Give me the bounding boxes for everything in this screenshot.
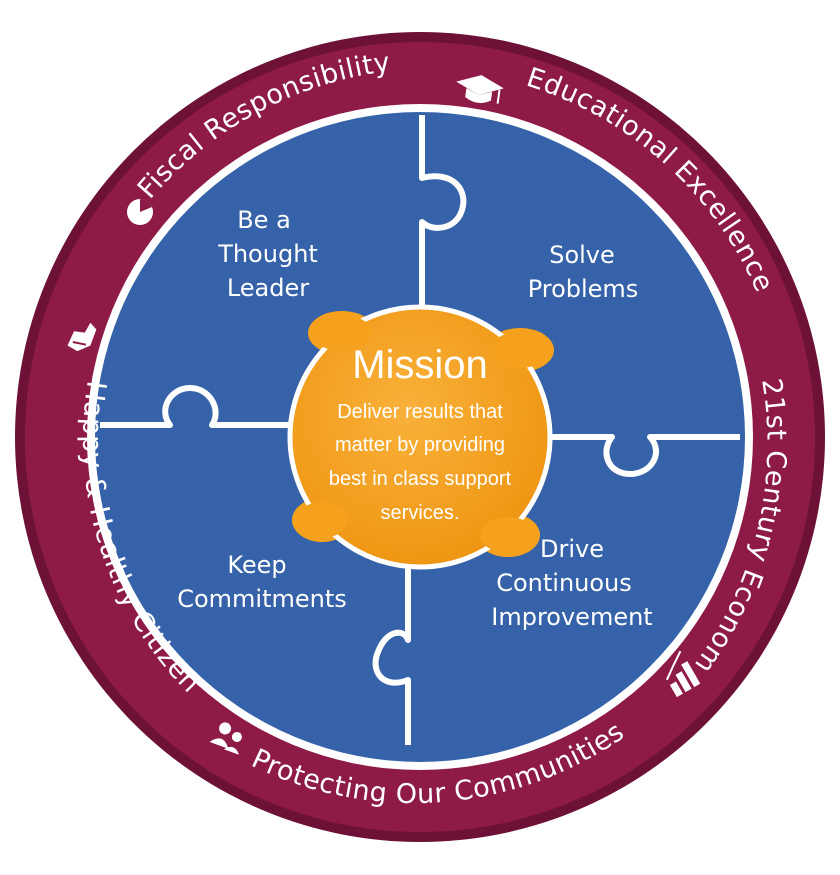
quadrant-top-left-line-3: Leader [227, 274, 309, 302]
bar-chart-icon [665, 650, 701, 698]
people-icon [209, 722, 242, 755]
divider-bottom [372, 545, 411, 745]
graduation-cap-icon [456, 75, 504, 104]
mission-line-1: Deliver results that [337, 401, 503, 423]
quadrant-top-right-line-2: Problems [528, 275, 639, 303]
divider-top [419, 115, 467, 330]
quadrant-bottom-right-line-2: Continuous [496, 569, 632, 597]
quadrant-bottom-right-line-3: Improvement [491, 603, 652, 631]
quadrant-top-left-line-1: Be a [237, 206, 291, 234]
mission-line-4: services. [381, 502, 460, 524]
quadrant-bottom-right-line-1: Drive [540, 535, 604, 563]
mission-title: Mission [352, 343, 488, 387]
divider-right [540, 434, 740, 477]
quadrant-bottom-left-line-1: Keep [227, 551, 286, 579]
handshake-icon [67, 322, 97, 352]
mission-line-2: matter by providing [335, 434, 505, 456]
divider-left [100, 385, 320, 428]
mission-piece [287, 304, 554, 570]
quadrant-bottom-left-line-2: Commitments [177, 585, 347, 613]
mission-line-3: best in class support [329, 468, 512, 490]
pie-chart-icon [127, 199, 153, 225]
quadrant-top-left-line-2: Thought [217, 240, 318, 268]
quadrant-top-right-line-1: Solve [549, 241, 615, 269]
puzzle-lines [100, 115, 740, 745]
